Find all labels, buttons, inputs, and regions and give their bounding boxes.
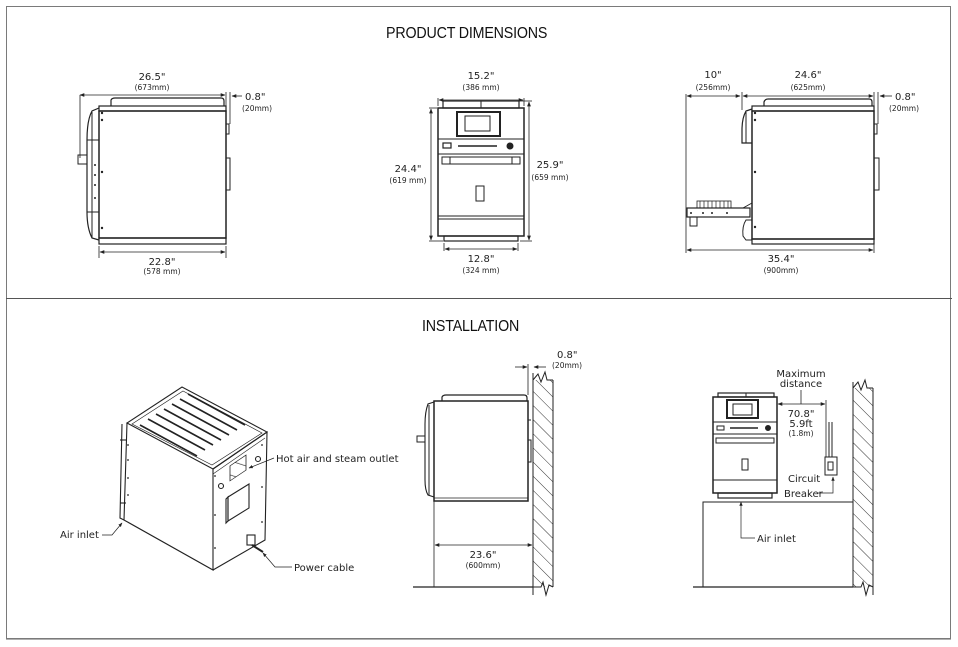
front-width-mm: (386 mm) <box>462 83 499 92</box>
max-distance-line2: distance <box>780 379 822 390</box>
side-view-drawing <box>77 92 242 258</box>
front-body-height-in: 24.4" <box>395 164 422 175</box>
circuit-breaker-label-line2: Breaker <box>784 489 824 500</box>
front-view-drawing <box>429 98 532 251</box>
page-frame <box>6 6 951 639</box>
side-depth-in: 26.5" <box>139 72 166 83</box>
open-total-depth-mm: (900mm) <box>764 266 799 275</box>
front-total-height-in: 25.9" <box>537 160 564 171</box>
side-depth-mm: (673mm) <box>135 83 170 92</box>
max-distance-line1: Maximum <box>776 369 825 380</box>
front-total-height-mm: (659 mm) <box>531 173 568 182</box>
breaker-air-inlet-label: Air inlet <box>757 534 796 545</box>
power-cable-label: Power cable <box>294 563 354 574</box>
section-divider <box>6 298 952 299</box>
counter-depth-mm: (600mm) <box>466 561 501 570</box>
front-base-width-in: 12.8" <box>468 254 495 265</box>
front-width-in: 15.2" <box>468 71 495 82</box>
side-body-depth-in: 22.8" <box>149 257 176 268</box>
door-projection-mm: (256mm) <box>696 83 731 92</box>
open-body-depth-in: 24.6" <box>795 70 822 81</box>
open-rear-clearance-mm: (20mm) <box>889 104 919 113</box>
front-body-height-mm: (619 mm) <box>389 176 426 185</box>
circuit-breaker-label-line1: Circuit <box>788 474 820 485</box>
open-rear-clearance-in: 0.8" <box>895 92 916 103</box>
product-dimensions-title: PRODUCT DIMENSIONS <box>386 25 548 42</box>
open-total-depth-in: 35.4" <box>768 254 795 265</box>
distance-m: (1.8m) <box>788 429 813 438</box>
isometric-rear-view-drawing <box>102 386 292 571</box>
circuit-breaker-drawing <box>693 378 874 597</box>
distance-ft: 5.9ft <box>789 419 812 430</box>
open-body-depth-mm: (625mm) <box>791 83 826 92</box>
counter-depth-in: 23.6" <box>470 550 497 561</box>
wall-clearance-in: 0.8" <box>557 350 578 361</box>
air-inlet-label: Air inlet <box>60 530 99 541</box>
side-view-door-open-drawing <box>685 92 892 253</box>
hot-air-outlet-label: Hot air and steam outlet <box>276 454 399 465</box>
side-rear-clearance-mm: (20mm) <box>242 104 272 113</box>
side-rear-clearance-in: 0.8" <box>245 92 266 103</box>
front-base-width-mm: (324 mm) <box>462 266 499 275</box>
wall-clearance-drawing <box>413 364 554 597</box>
side-body-depth-mm: (578 mm) <box>143 267 180 276</box>
distance-in: 70.8" <box>788 409 815 420</box>
wall-clearance-mm: (20mm) <box>552 361 582 370</box>
door-projection-in: 10" <box>704 70 721 81</box>
installation-title: INSTALLATION <box>422 318 520 335</box>
